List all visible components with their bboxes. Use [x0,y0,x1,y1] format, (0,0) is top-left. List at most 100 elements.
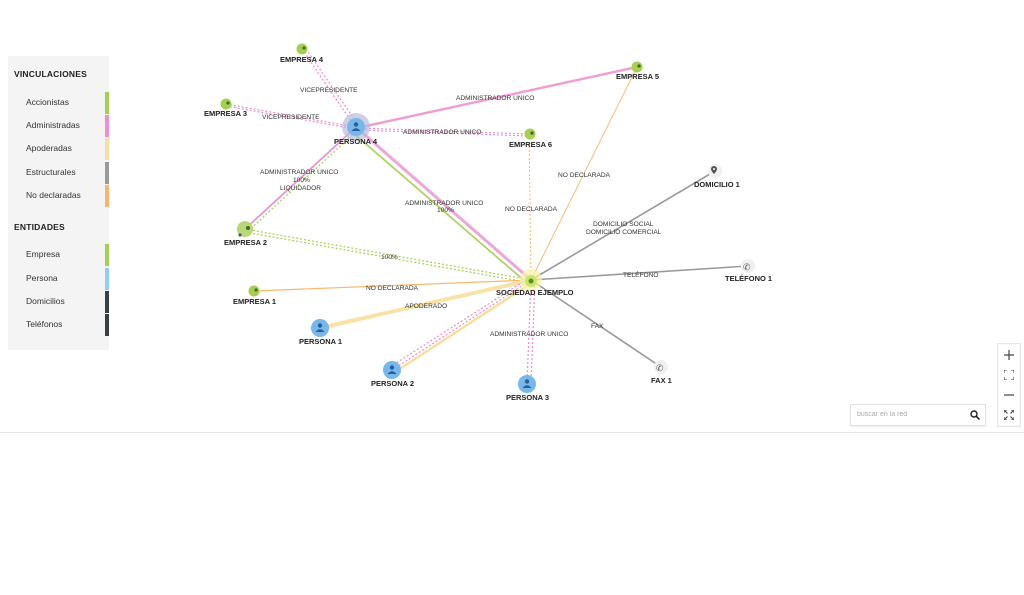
legend-item-label: No declaradas [26,190,81,200]
node-empresa-3[interactable]: EMPRESA 3 [204,98,247,119]
node-persona-3[interactable]: PERSONA 3 [506,375,549,402]
edge-label-vicepresidente: VICEPRESIDENTE [300,87,358,94]
svg-text:EMPRESA 5: EMPRESA 5 [616,72,659,81]
fit-screen-button[interactable] [999,365,1019,385]
edge-domicilio1-sociedad [530,170,716,281]
edge-empresa5-sociedad [530,66,638,281]
phone-icon: ✆ [743,262,751,272]
edge-persona2-sociedad [391,279,532,371]
edge-label-no-declarada: NO DECLARADA [505,206,558,213]
edge-label-percent: 100% [293,177,310,184]
zoom-in-button[interactable] [999,345,1019,365]
edge-label-vicepresidente: VICEPRESIDENTE [262,114,320,121]
edge-label-admin-unico: ADMINISTRADOR UNICO [260,169,338,176]
edge-labels: VICEPRESIDENTE VICEPRESIDENTE ADMINISTRA… [260,87,662,338]
node-empresa-5[interactable]: EMPRESA 5 [616,61,659,82]
location-pin-icon [711,166,717,174]
edge-label-domicilio-comercial: DOMICILIO COMERCIAL [586,229,662,236]
legend-color-bar [105,162,109,184]
fit-screen-icon [1004,370,1014,380]
edge-label-no-declarada: NO DECLARADA [558,172,611,179]
edge-fax1-sociedad [530,279,662,368]
person-icon [351,122,361,131]
node-sociedad-ejemplo[interactable]: SOCIEDAD EJEMPLO [496,269,574,297]
legend-item-apoderadas[interactable]: Apoderadas [8,138,109,160]
edge-label-percent: 100% [437,207,454,214]
node-domicilio-1[interactable]: DOMICILIO 1 [694,164,740,189]
network-search [850,404,986,426]
edge-persona4-sociedad [356,126,532,282]
edge-persona4-empresa6 [356,127,530,135]
legend-item-label: Administradas [26,120,80,130]
legend-color-bar [105,244,109,266]
node-fax-1[interactable]: ✆ FAX 1 [651,360,672,385]
legend-item-estructurales[interactable]: Estructurales [8,162,109,184]
node-telefono-1[interactable]: ✆ TELÉFONO 1 [725,259,772,283]
legend-item-label: Domicilios [26,296,65,306]
node-empresa-2[interactable]: EMPRESA 2 [224,221,267,247]
edge-label-percent: 100% [381,254,398,261]
node-persona-4[interactable]: PERSONA 4 [334,113,378,146]
legend-title-vinculaciones: VINCULACIONES [14,69,87,79]
legend-item-empresa[interactable]: Empresa [8,244,109,266]
svg-text:PERSONA 2: PERSONA 2 [371,379,414,388]
edge-empresa3-persona4 [225,103,356,128]
svg-text:EMPRESA 1: EMPRESA 1 [233,297,276,306]
search-input[interactable] [851,405,971,423]
edge-label-admin-unico: ADMINISTRADOR UNICO [405,200,483,207]
edge-label-admin-unico: ADMINISTRADOR UNICO [490,331,568,338]
network-graph-app: VICEPRESIDENTE VICEPRESIDENTE ADMINISTRA… [0,0,1024,433]
svg-text:PERSONA 3: PERSONA 3 [506,393,549,402]
edge-label-admin-unico: ADMINISTRADOR UNICO [403,129,481,136]
edge-persona3-sociedad [526,279,532,385]
svg-text:TELÉFONO 1: TELÉFONO 1 [725,274,772,283]
node-persona-1[interactable]: PERSONA 1 [299,319,342,346]
zoom-out-button[interactable] [999,385,1019,405]
legend-item-label: Persona [26,273,58,283]
edge-label-apoderado: APODERADO [405,303,447,310]
svg-text:EMPRESA 2: EMPRESA 2 [224,238,267,247]
legend-color-bar [105,138,109,160]
legend-item-telefonos[interactable]: Teléfonos [8,314,109,336]
legend-color-bar [105,92,109,114]
node-empresa-4[interactable]: EMPRESA 4 [280,43,324,65]
edge-label-telefono: TELÉFONO [623,270,659,279]
edge-empresa1-sociedad [253,279,532,292]
edge-label-domicilio-social: DOMICILIO SOCIAL [593,221,654,228]
edge-empresa6-sociedad [528,133,532,281]
search-icon [970,410,980,420]
legend-item-persona[interactable]: Persona [8,268,109,290]
legend-color-bar [105,185,109,207]
edge-label-liquidador: LIQUIDADOR [280,185,321,192]
node-empresa-1[interactable]: EMPRESA 1 [233,285,276,307]
node-empresa-6[interactable]: EMPRESA 6 [509,128,552,150]
legend-item-label: Estructurales [26,167,76,177]
network-graph-canvas[interactable]: VICEPRESIDENTE VICEPRESIDENTE ADMINISTRA… [0,0,1024,432]
person-icon [522,379,532,388]
edge-label-admin-unico: ADMINISTRADOR UNICO [456,95,534,102]
legend-color-bar [105,115,109,137]
graph-edges [225,48,749,385]
legend-color-bar [105,314,109,336]
legend-panel: VINCULACIONES Accionistas Administradas … [8,56,109,350]
fullscreen-button[interactable] [999,405,1019,425]
legend-item-label: Teléfonos [26,319,63,329]
edge-empresa2-persona4 [244,127,356,230]
edge-label-no-declarada: NO DECLARADA [366,285,419,292]
svg-text:EMPRESA 3: EMPRESA 3 [204,109,247,118]
legend-item-accionistas[interactable]: Accionistas [8,92,109,114]
node-persona-2[interactable]: PERSONA 2 [371,361,414,388]
fullscreen-icon [1004,410,1014,420]
fax-icon: ✆ [656,363,664,373]
search-button[interactable] [965,405,985,425]
legend-item-administradas[interactable]: Administradas [8,115,109,137]
legend-color-bar [105,268,109,290]
svg-text:DOMICILIO 1: DOMICILIO 1 [694,180,740,189]
legend-item-no-declaradas[interactable]: No declaradas [8,185,109,207]
svg-text:SOCIEDAD EJEMPLO: SOCIEDAD EJEMPLO [496,288,574,297]
person-icon [387,365,397,374]
edge-empresa2-sociedad [244,228,532,281]
legend-item-domicilios[interactable]: Domicilios [8,291,109,313]
legend-item-label: Accionistas [26,97,69,107]
legend-color-bar [105,291,109,313]
